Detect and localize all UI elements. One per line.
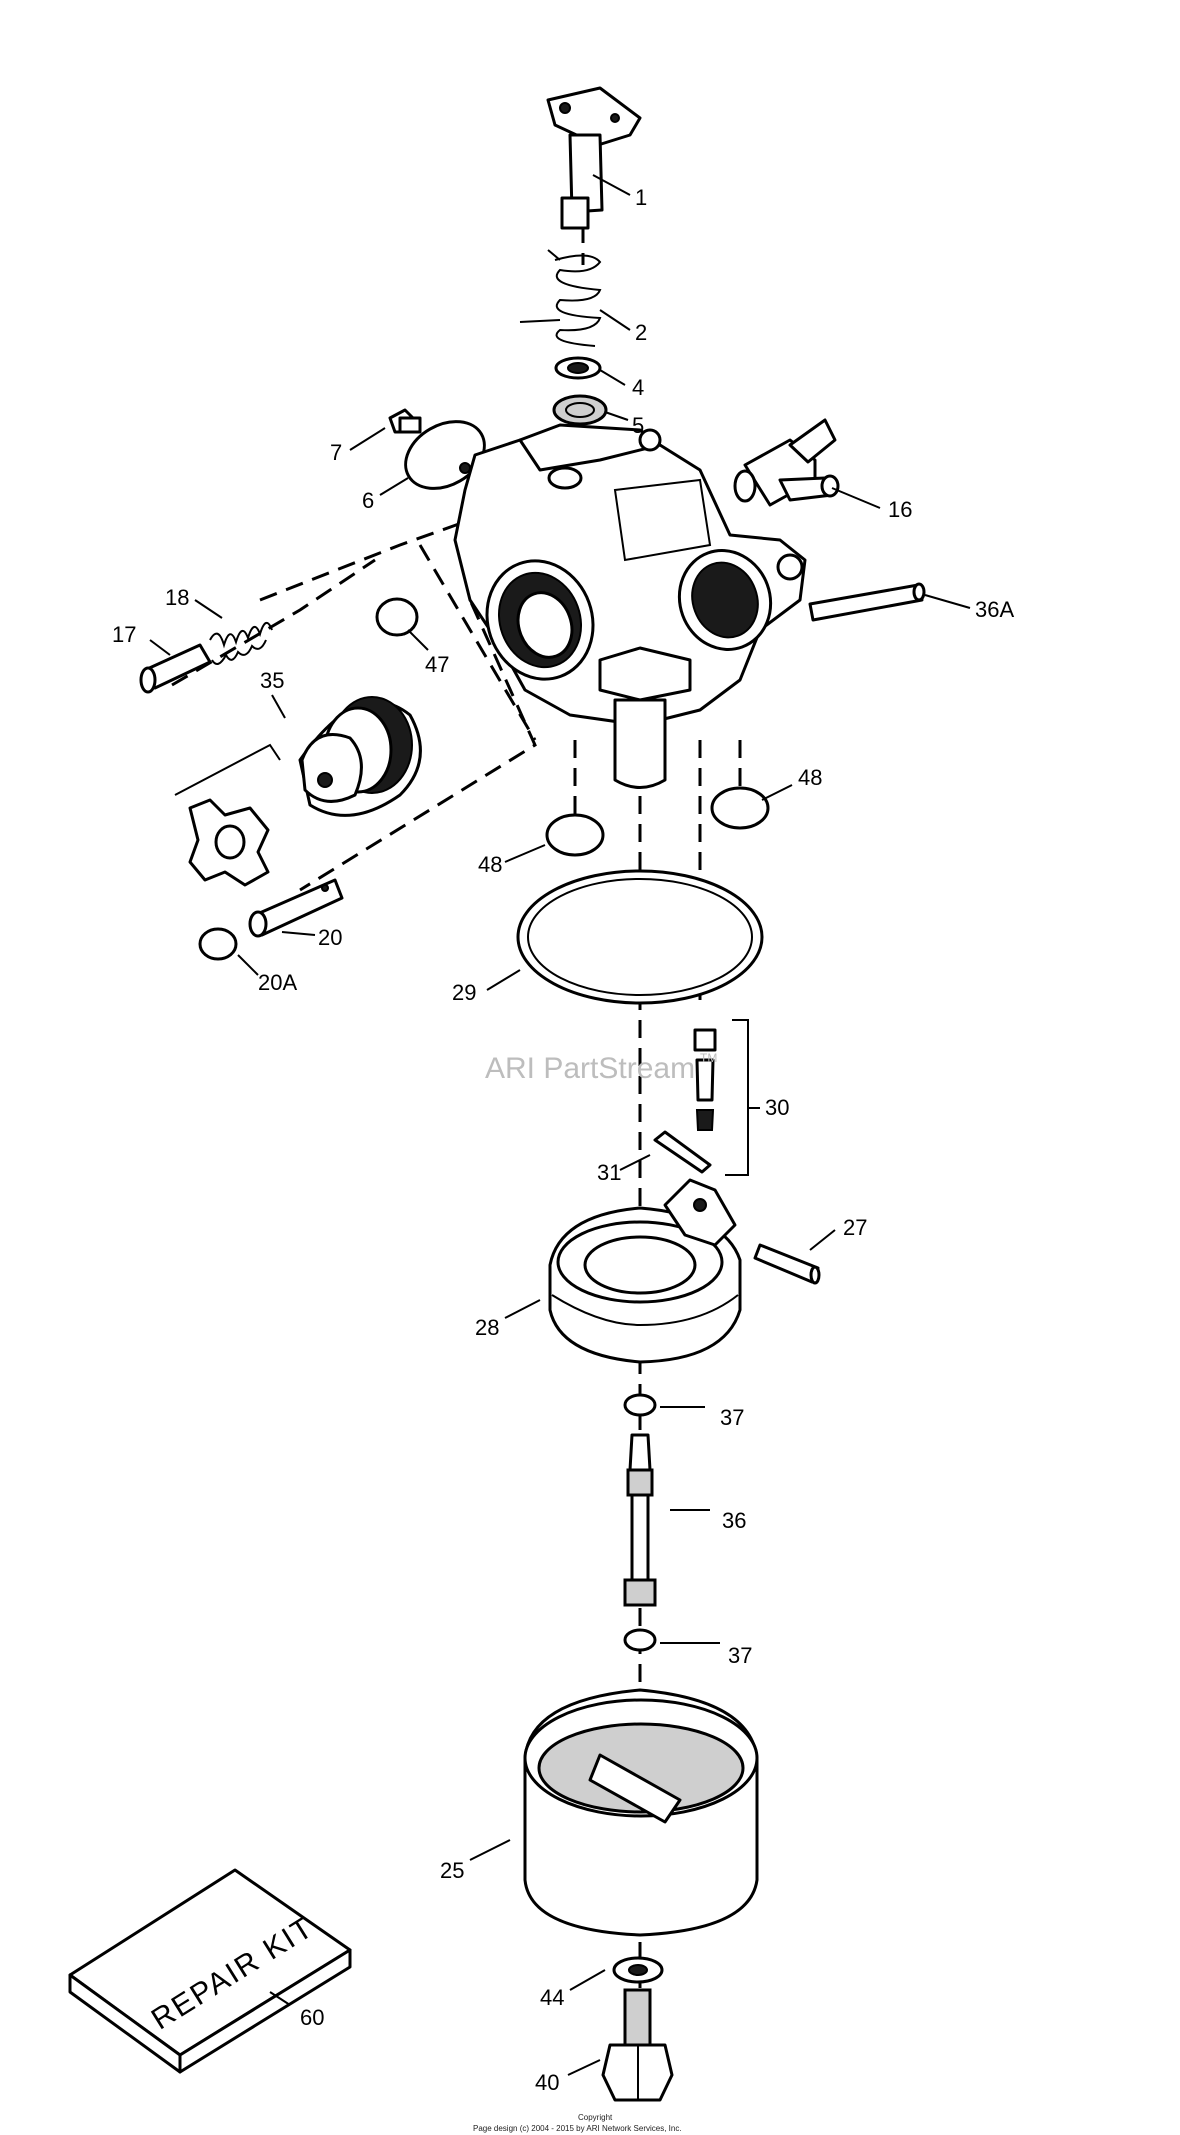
callout-40: 40 xyxy=(535,2070,559,2095)
part-48-plug-right xyxy=(710,786,770,830)
part-35-primer-assembly xyxy=(174,696,422,887)
callout-48-left: 48 xyxy=(478,852,502,877)
part-5-seal xyxy=(552,394,608,426)
part-16-fuel-fitting xyxy=(733,418,840,507)
callout-16: 16 xyxy=(888,497,912,522)
callout-7: 7 xyxy=(330,440,342,465)
callout-20a: 20A xyxy=(258,970,297,995)
part-28-float xyxy=(548,1178,742,1364)
callout-6: 6 xyxy=(362,488,374,513)
watermark-trademark: TM xyxy=(700,1051,717,1065)
callout-48-right: 48 xyxy=(798,765,822,790)
callout-27: 27 xyxy=(843,1215,867,1240)
part-48-plug-left xyxy=(545,813,605,857)
callout-labels: 1 2 4 5 7 6 16 36A 18 17 47 35 48 48 20 … xyxy=(112,185,1014,2095)
callout-4: 4 xyxy=(632,375,644,400)
part-44-washer xyxy=(612,1956,664,1984)
part-37-oring-bottom xyxy=(623,1628,657,1652)
callout-31: 31 xyxy=(597,1160,621,1185)
part-1-throttle-shaft xyxy=(546,86,642,230)
part-30-needle-valve xyxy=(693,1019,749,1176)
callout-36: 36 xyxy=(722,1508,746,1533)
callout-37-bottom: 37 xyxy=(728,1643,752,1668)
part-17-idle-screw xyxy=(139,643,212,694)
part-60-repair-kit: REPAIR KIT xyxy=(68,1868,352,2074)
watermark-text: ARI PartStream xyxy=(485,1052,695,1085)
part-47-plug xyxy=(375,597,419,637)
footer-copyright: Copyright xyxy=(578,2113,613,2122)
carburetor-body xyxy=(453,423,807,789)
callout-5: 5 xyxy=(632,413,644,438)
part-37-oring-top xyxy=(623,1393,657,1417)
part-2-spring xyxy=(519,249,602,347)
callout-25: 25 xyxy=(440,1858,464,1883)
callout-36a: 36A xyxy=(975,597,1014,622)
callout-30: 30 xyxy=(765,1095,789,1120)
callout-47: 47 xyxy=(425,652,449,677)
callout-2: 2 xyxy=(635,320,647,345)
part-36a-pin xyxy=(808,582,926,622)
watermark: ARI PartStream TM xyxy=(485,1051,717,1085)
part-25-float-bowl xyxy=(523,1688,759,1937)
callout-44: 44 xyxy=(540,1985,564,2010)
leader-lines xyxy=(149,174,971,2076)
footer-page-design: Page design (c) 2004 - 2015 by ARI Netwo… xyxy=(473,2124,682,2133)
part-40-bowl-nut xyxy=(601,1988,674,2102)
part-27-float-pin xyxy=(753,1243,821,1285)
callout-1: 1 xyxy=(635,185,647,210)
part-7-screw xyxy=(388,408,422,434)
callout-20: 20 xyxy=(318,925,342,950)
part-20a-cap xyxy=(198,927,238,961)
part-18-spring xyxy=(209,622,273,665)
callout-37-top: 37 xyxy=(720,1405,744,1430)
footer: Copyright Page design (c) 2004 - 2015 by… xyxy=(473,2113,682,2133)
part-29-gasket xyxy=(516,869,764,1005)
part-36-main-jet xyxy=(623,1433,657,1607)
callout-29: 29 xyxy=(452,980,476,1005)
part-20-needle xyxy=(248,878,344,938)
callout-35: 35 xyxy=(260,668,284,693)
part-31-clip xyxy=(653,1130,712,1174)
callout-28: 28 xyxy=(475,1315,499,1340)
part-4-washer xyxy=(554,356,602,380)
part-6-throttle-plate xyxy=(404,420,486,490)
callout-60: 60 xyxy=(300,2005,324,2030)
callout-17: 17 xyxy=(112,622,136,647)
callout-18: 18 xyxy=(165,585,189,610)
